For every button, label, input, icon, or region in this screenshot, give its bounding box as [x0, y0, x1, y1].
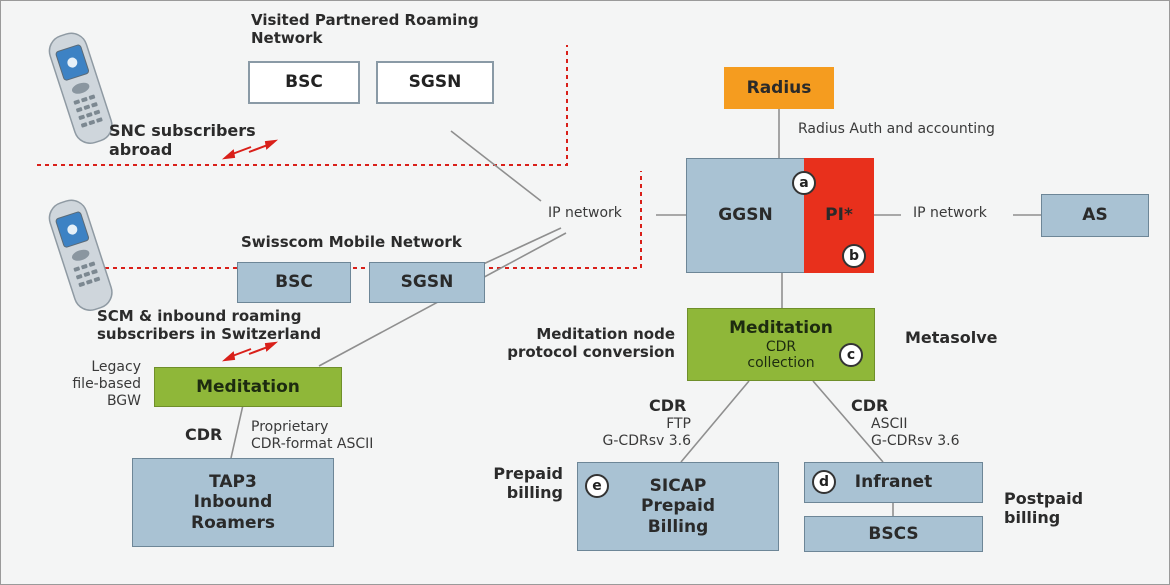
- meditation-to-infranet: [812, 380, 884, 463]
- bscs-box: BSCS: [804, 516, 983, 552]
- bsc-swisscom-box: BSC: [237, 262, 351, 303]
- sgsn-visited-box: SGSN: [376, 61, 494, 104]
- badge-e: e: [585, 474, 609, 498]
- badge-c: c: [839, 343, 863, 367]
- mobile-phone-icon: [48, 32, 113, 144]
- visited-network-boundary: [37, 45, 568, 166]
- radius-box: Radius: [724, 67, 834, 109]
- bidirectional-arrows-icon: [221, 341, 279, 362]
- as-box: AS: [1041, 194, 1149, 237]
- meditation-legacy-to-tap3: [230, 404, 244, 459]
- meditation-legacy-box: Meditation: [154, 367, 342, 407]
- sgsn-swisscom-box: SGSN: [369, 262, 485, 303]
- cdr-legacy-label: CDR: [185, 425, 223, 444]
- bidirectional-arrows-icon: [221, 139, 279, 160]
- radius-auth-label: Radius Auth and accounting: [798, 121, 995, 137]
- ggsn-box: GGSN: [686, 158, 805, 273]
- badge-a: a: [792, 171, 816, 195]
- swisscom-network-label: Swisscom Mobile Network: [241, 233, 462, 251]
- bsc-visited-box: BSC: [248, 61, 360, 104]
- mobile-phone-icon: [48, 199, 113, 311]
- cdr-left-label: CDR: [649, 396, 687, 415]
- infranet-box: Infranet: [804, 462, 983, 503]
- ip-network-right-label: IP network: [913, 205, 987, 221]
- badge-d: d: [812, 470, 836, 494]
- sgsn-swisscom-to-ip: [478, 227, 562, 267]
- metasolve-label: Metasolve: [905, 328, 998, 347]
- cdr-right-label: CDR: [851, 396, 889, 415]
- sgsn-visited-to-ip: [450, 130, 542, 202]
- meditation-to-sicap: [680, 380, 750, 463]
- badge-b: b: [842, 244, 866, 268]
- ip-network-left-label: IP network: [548, 205, 622, 221]
